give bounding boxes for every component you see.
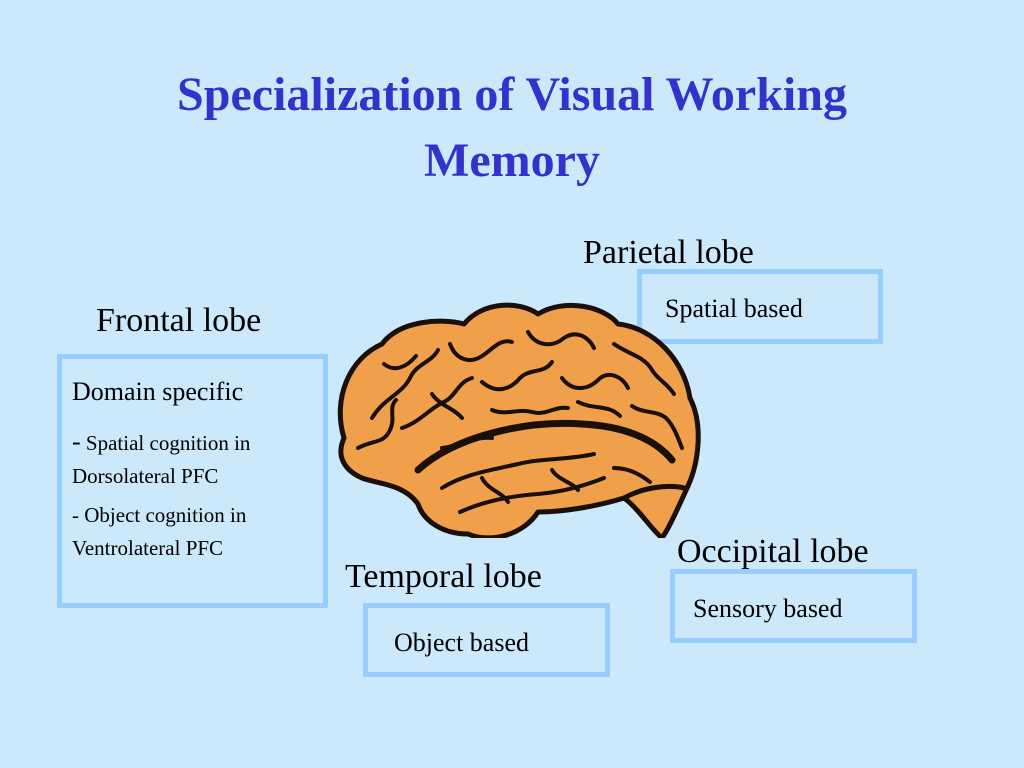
frontal-item-2: - Object cognition in Ventrolateral PFC xyxy=(72,499,315,565)
frontal-item-1: - Spatial cognition in Dorsolateral PFC xyxy=(72,425,315,493)
title-line-2: Memory xyxy=(424,134,600,187)
frontal-heading: Domain specific xyxy=(72,377,244,406)
frontal-item-1-dash: - xyxy=(72,427,81,456)
occipital-box: Sensory based xyxy=(670,569,917,643)
frontal-item-2-line1: Object cognition in xyxy=(84,503,247,527)
frontal-item-1-line2: Dorsolateral PFC xyxy=(72,464,219,488)
title-line-1: Specialization of Visual Working xyxy=(177,68,847,121)
temporal-box: Object based xyxy=(363,603,610,677)
slide-title: Specialization of Visual Working Memory xyxy=(0,62,1024,194)
frontal-item-2-line2: Ventrolateral PFC xyxy=(72,536,224,560)
occipital-lobe-label: Occipital lobe xyxy=(677,533,869,570)
brain-icon xyxy=(337,302,701,538)
parietal-lobe-label: Parietal lobe xyxy=(583,234,754,271)
parietal-box: Spatial based xyxy=(637,269,883,344)
brain-outline xyxy=(337,302,701,538)
frontal-lobe-label: Frontal lobe xyxy=(96,302,262,339)
temporal-lobe-label: Temporal lobe xyxy=(345,558,542,595)
frontal-item-2-dash: - xyxy=(72,503,79,527)
frontal-box: Domain specific - Spatial cognition in D… xyxy=(57,354,328,608)
parietal-box-text: Spatial based xyxy=(665,294,803,323)
temporal-box-text: Object based xyxy=(394,628,530,657)
frontal-item-1-line1: Spatial cognition in xyxy=(85,431,251,455)
occipital-box-text: Sensory based xyxy=(693,594,843,623)
